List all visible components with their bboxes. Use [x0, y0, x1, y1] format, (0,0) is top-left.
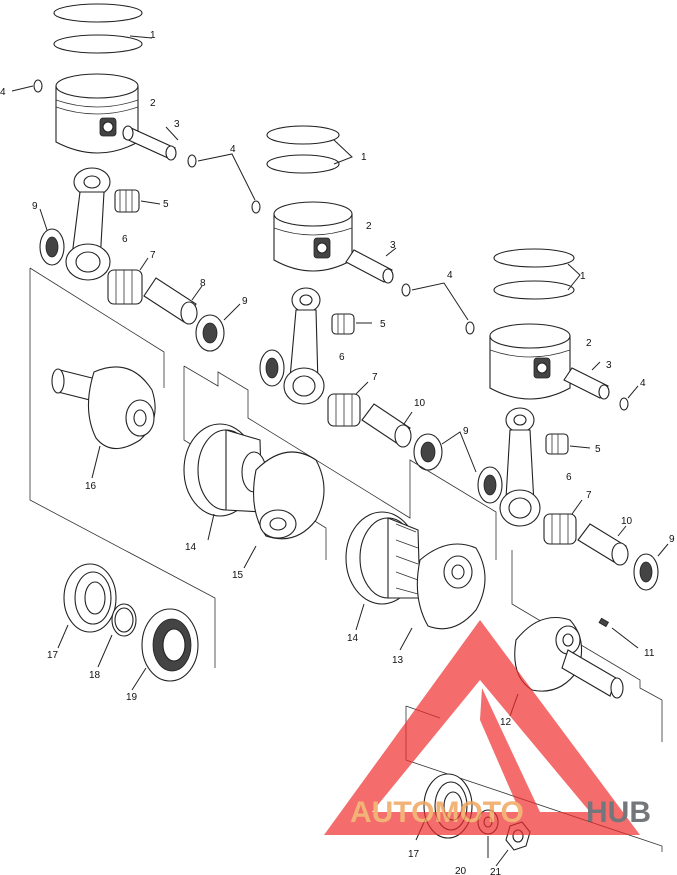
connecting-rod — [283, 287, 325, 405]
callout-label: 4 — [230, 144, 236, 155]
callout-label: 2 — [586, 338, 592, 349]
crankshaft-half-right — [509, 550, 663, 742]
callout-label: 17 — [408, 849, 420, 860]
piston — [489, 335, 571, 400]
callout-label: 14 — [347, 633, 359, 644]
circlip — [465, 321, 475, 335]
needle-bearing — [114, 189, 140, 213]
wrist-pin — [345, 249, 393, 283]
callout-label: 7 — [150, 250, 156, 261]
connecting-rod — [65, 167, 111, 281]
roller-bearing — [107, 269, 143, 305]
piston-assembly-center — [259, 125, 503, 504]
callout-label: 2 — [366, 221, 372, 232]
callout-label: 9 — [32, 201, 38, 212]
callout-label: 12 — [500, 717, 512, 728]
callout-label: 17 — [47, 650, 59, 661]
callout-label: 5 — [163, 199, 169, 210]
main-bearing-set-left — [57, 563, 199, 691]
watermark-text-primary: AUTOMOTO — [350, 796, 524, 829]
callout-label: 11 — [644, 648, 655, 659]
piston-ring — [493, 280, 575, 300]
callout-label: 7 — [372, 372, 378, 383]
callout-label: 6 — [566, 472, 572, 483]
callout-label: 4 — [447, 270, 453, 281]
piston-assembly-right — [489, 248, 669, 591]
piston-ring — [266, 154, 340, 174]
piston-ring — [53, 3, 143, 23]
callout-label: 14 — [185, 542, 197, 553]
wrist-pin — [563, 367, 609, 399]
callout-label: 16 — [85, 481, 97, 492]
callout-label: 1 — [580, 271, 586, 282]
piston-ring — [266, 125, 340, 145]
callout-label: 10 — [414, 398, 426, 409]
callout-label: 4 — [0, 87, 6, 98]
circlip — [619, 397, 629, 411]
callout-label: 4 — [640, 378, 646, 389]
circlip — [33, 79, 43, 93]
piston-ring — [493, 248, 575, 268]
crankshaft-half-left — [29, 267, 216, 668]
needle-bearing — [331, 313, 355, 335]
callout-label: 3 — [174, 119, 180, 130]
callout-label: 10 — [621, 516, 633, 527]
callout-label: 15 — [232, 570, 244, 581]
callout-label: 9 — [242, 296, 248, 307]
connecting-rod — [499, 407, 541, 527]
callout-label: 9 — [669, 534, 675, 545]
circlip — [401, 283, 411, 297]
callout-label: 1 — [361, 152, 367, 163]
callout-label: 21 — [490, 867, 502, 875]
callout-label: 9 — [463, 426, 469, 437]
crankshaft-center-section — [183, 365, 497, 651]
callout-label: 6 — [339, 352, 345, 363]
watermark: AUTOMOTO HUB — [324, 620, 651, 835]
callout-labels: 1 4 2 3 4 1 5 9 6 2 7 3 8 1 4 9 5 6 2 7 … — [0, 30, 675, 875]
needle-bearing — [545, 433, 569, 455]
callout-label: 1 — [150, 30, 156, 41]
callout-label: 2 — [150, 98, 156, 109]
callout-label: 5 — [380, 319, 386, 330]
watermark-logo — [324, 620, 640, 835]
callout-label: 8 — [200, 278, 206, 289]
callout-label: 3 — [390, 240, 396, 251]
callout-label: 20 — [455, 866, 467, 875]
piston-ring — [53, 34, 143, 54]
callout-label: 3 — [606, 360, 612, 371]
watermark-text-secondary: HUB — [586, 796, 651, 829]
callout-label: 7 — [586, 490, 592, 501]
piston-assembly-left — [11, 3, 261, 352]
callout-label: 13 — [392, 655, 404, 666]
callout-label: 5 — [595, 444, 601, 455]
callout-label: 6 — [122, 234, 128, 245]
callout-label: 18 — [89, 670, 101, 681]
callout-label: 19 — [126, 692, 138, 703]
